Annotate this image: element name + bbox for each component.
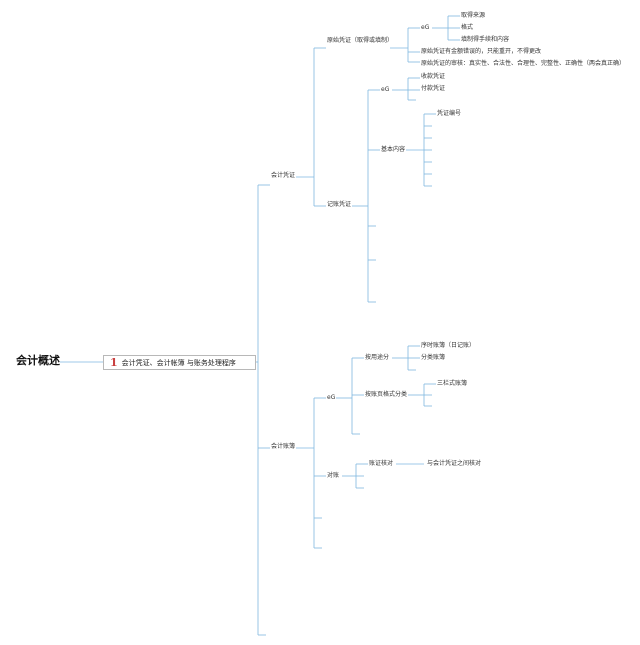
node-rec-2[interactable]: 付款凭证 [421, 85, 446, 92]
node-orig-audit[interactable]: 原始凭证的审核：真实性、合法性、合理性、完整性、正确性（两会真正确） [421, 60, 626, 67]
node-books-eg[interactable]: eG [327, 394, 336, 401]
node-acct-check-1[interactable]: 与会计凭证之间核对 [427, 460, 482, 467]
node-orig-eg[interactable]: eG [421, 24, 430, 31]
node-orig-3[interactable]: 填制得手续和内容 [461, 36, 510, 43]
node-books[interactable]: 会计账簿 [271, 443, 296, 450]
node-use-2[interactable]: 分类账簿 [421, 354, 446, 361]
chapter-title: 会计凭证、会计帐簿 与账务处理程序 [121, 358, 236, 367]
node-by-use[interactable]: 按用途分 [365, 354, 390, 361]
node-orig-1[interactable]: 取得来源 [461, 12, 486, 19]
node-acct-check[interactable]: 账证核对 [369, 460, 394, 467]
node-voucher[interactable]: 会计凭证 [271, 172, 296, 179]
node-rec-1[interactable]: 收款凭证 [421, 73, 446, 80]
chapter-number: 1 [110, 356, 118, 369]
node-orig-error[interactable]: 原始凭证有金额错误的，只能重开，不得更改 [421, 48, 542, 55]
node-record[interactable]: 记账凭证 [327, 201, 352, 208]
node-by-format[interactable]: 按账页格式分类 [365, 391, 408, 398]
chapter-topic[interactable]: 1 会计凭证、会计帐簿 与账务处理程序 [103, 355, 256, 370]
node-orig-2[interactable]: 格式 [461, 24, 474, 31]
node-use-1[interactable]: 序时账簿（日记账） [421, 342, 476, 349]
node-fmt-1[interactable]: 三栏式账簿 [437, 380, 468, 387]
node-basic-1[interactable]: 凭证编号 [437, 110, 462, 117]
node-rec-eg[interactable]: eG [381, 86, 390, 93]
node-check[interactable]: 对账 [327, 472, 340, 479]
node-basic[interactable]: 基本内容 [381, 146, 406, 153]
node-original[interactable]: 原始凭证（取得或填制） [327, 37, 394, 44]
root-topic[interactable]: 会计概述 [16, 354, 60, 367]
